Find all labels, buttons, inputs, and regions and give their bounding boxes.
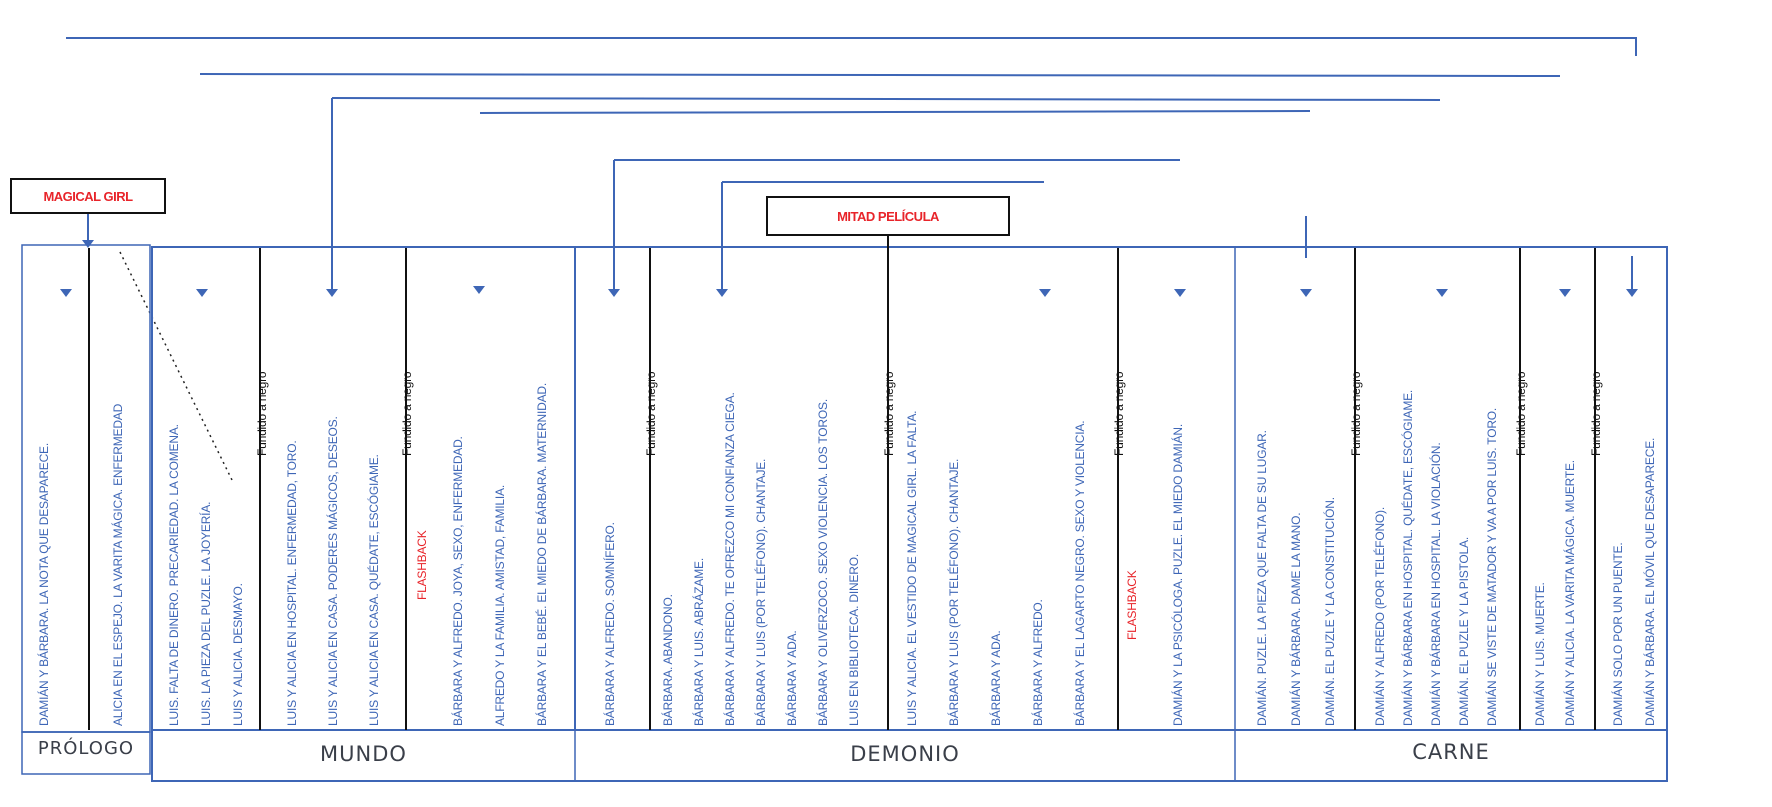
- fade-to-black-text: Fundido a negro: [1589, 371, 1603, 456]
- scene-text: BÁRBARA Y OLIVERZOCO. SEXO VIOLENCIA. LO…: [816, 399, 830, 726]
- scene-text: BÁRBARA Y LUIS. ABRÁZAME.: [692, 558, 706, 726]
- fade-to-black-text: Fundido a negro: [1112, 371, 1126, 456]
- scene-text: DAMIÁN. PUZLE. LA PIEZA QUE FALTA DE SU …: [1255, 430, 1269, 726]
- scene-text: BÁRBARA. ABANDONO.: [661, 594, 675, 726]
- connector-lines: [66, 37, 1637, 293]
- scene-text: LUIS Y ALICIA. DESMAYO.: [231, 583, 245, 726]
- scene-text: DAMIÁN Y BÁRBARA. LA NOTA QUE DESAPARECE…: [37, 443, 51, 726]
- mitad-pelicula-marker: MITAD PELÍCULA: [766, 196, 1010, 236]
- scene-text: DAMIÁN SE VISTE DE MATADOR Y VA A POR LU…: [1485, 407, 1499, 726]
- arrow-head: [326, 289, 338, 297]
- segment-label-demonio: DEMONIO: [850, 742, 960, 766]
- arrow-head: [1039, 289, 1051, 297]
- mundo-box: [151, 246, 576, 731]
- scene-text: DAMIÁN SOLO POR UN PUENTE.: [1611, 542, 1625, 727]
- scene-text: DAMIÁN Y ALICIA. LA VARITA MÁGICA. MUERT…: [1563, 460, 1577, 726]
- arrow-head: [60, 289, 72, 297]
- flashback-text: FLASHBACK: [1125, 570, 1139, 640]
- scene-text: BÁRBARA Y ALFREDO. SOMNÍFERO.: [603, 522, 617, 726]
- scene-text: ALFREDO Y LA FAMILIA. AMISTAD, FAMILIA.: [493, 485, 507, 726]
- arrow-head: [82, 240, 94, 248]
- fade-to-black-text: Fundido a negro: [400, 371, 414, 456]
- scene-text: LUIS Y ALICIA EN HOSPITAL. ENFERMEDAD, T…: [285, 440, 299, 726]
- arrow-head: [1559, 289, 1571, 297]
- arrow-head: [196, 289, 208, 297]
- scene-text: BÁRBARA Y ADA.: [989, 630, 1003, 726]
- fade-to-black-text: Fundido a negro: [1514, 371, 1528, 456]
- scene-text: BÁRBARA Y EL BEBÉ. EL MIEDO DE BÁRBARA. …: [535, 382, 549, 726]
- prologo-label-box: [21, 731, 151, 775]
- connector-arc-4: [479, 110, 1311, 114]
- scene-text: BÁRBARA Y EL LAGARTO NEGRO. SEXO Y VIOLE…: [1073, 420, 1087, 726]
- fade-to-black-text: Fundido a negro: [1349, 371, 1363, 456]
- arrow-head: [1436, 289, 1448, 297]
- fade-to-black-text: Fundido a negro: [255, 371, 269, 456]
- scene-text: LUIS. LA PIEZA DEL PUZLE. LA JOYERÍA.: [199, 501, 213, 726]
- scene-text: BÁRBARA Y ALFREDO.: [1031, 599, 1045, 726]
- scene-text: DAMIÁN Y BÁRBARA EN HOSPITAL. QUÉDATE, E…: [1401, 389, 1415, 726]
- arrow-head: [716, 289, 728, 297]
- arrow-head: [608, 289, 620, 297]
- fade-to-black-text: Fundido a negro: [882, 371, 896, 456]
- scene-text: LUIS. FALTA DE DINERO. PRECARIEDAD. LA C…: [167, 424, 181, 726]
- scene-text: DAMIÁN Y LA PSICÓLOGA. PUZLE. EL MIEDO D…: [1171, 424, 1185, 726]
- scene-text: DAMIÁN Y BÁRBARA. DAME LA MANO.: [1289, 512, 1303, 726]
- connector-arc-1: [66, 37, 1637, 56]
- scene-text: BÁRBARA Y ALFREDO. TE OFREZCO MI CONFIAN…: [723, 392, 737, 726]
- scene-text: LUIS Y ALICIA. EL VESTIDO DE MAGICAL GIR…: [905, 410, 919, 726]
- scene-text: ALICIA EN EL ESPEJO. LA VARITA MÁGICA. E…: [111, 403, 125, 726]
- connector-arc-2: [199, 73, 1561, 77]
- scene-text: DAMIÁN Y LUIS. MUERTE.: [1533, 582, 1547, 726]
- column-dividers: [88, 240, 1596, 730]
- flashback-text: FLASHBACK: [415, 530, 429, 600]
- main-box: [151, 246, 1668, 782]
- scene-text: DAMIÁN Y BÁRBARA EN HOSPITAL. LA VIOLACI…: [1429, 442, 1443, 727]
- segment-label-carne: CARNE: [1412, 740, 1490, 764]
- connector-arc-3: [331, 97, 1441, 101]
- dotted-link: [119, 251, 233, 481]
- magical-girl-marker: MAGICAL GIRL: [10, 178, 166, 214]
- scene-text: LUIS Y ALICIA EN CASA. PODERES MÁGICOS, …: [326, 416, 340, 726]
- drop-arrows: [60, 240, 1638, 297]
- scene-text: BÁRBARA Y LUIS (POR TELÉFONO). CHANTAJE.: [754, 458, 768, 726]
- segment-label-prologo: PRÓLOGO: [37, 738, 135, 759]
- arrow-head: [1300, 289, 1312, 297]
- scene-text: DAMIÁN Y ALFREDO (POR TELÉFONO).: [1373, 507, 1387, 726]
- scene-text: LUIS Y ALICIA EN CASA. QUÉDATE, ESCÓGIAM…: [367, 454, 381, 726]
- arrow-head: [473, 286, 485, 294]
- arrow-head: [1174, 289, 1186, 297]
- scene-text: BÁRBARA Y ADA.: [785, 630, 799, 726]
- fade-to-black-text: Fundido a negro: [644, 371, 658, 456]
- scene-text: BÁRBARA Y ALFREDO. JOYA, SEXO, ENFERMEDA…: [451, 436, 465, 726]
- segment-label-mundo: MUNDO: [320, 742, 407, 766]
- scene-text: DAMIÁN Y BÁRBARA. EL MÓVIL QUE DESAPAREC…: [1643, 437, 1657, 726]
- scene-text: DAMIÁN. EL PUZLE Y LA CONSTITUCIÓN.: [1323, 497, 1337, 726]
- scene-text: LUIS EN BIBLIOTECA. DINERO.: [847, 554, 861, 726]
- box-outlines: [21, 244, 1668, 782]
- scene-text: DAMIÁN. EL PUZLE Y LA PISTOLA.: [1457, 537, 1471, 726]
- arrow-head: [1626, 289, 1638, 297]
- scene-text: BÁRBARA Y LUIS (POR TELÉFONO). CHANTAJE.: [947, 458, 961, 726]
